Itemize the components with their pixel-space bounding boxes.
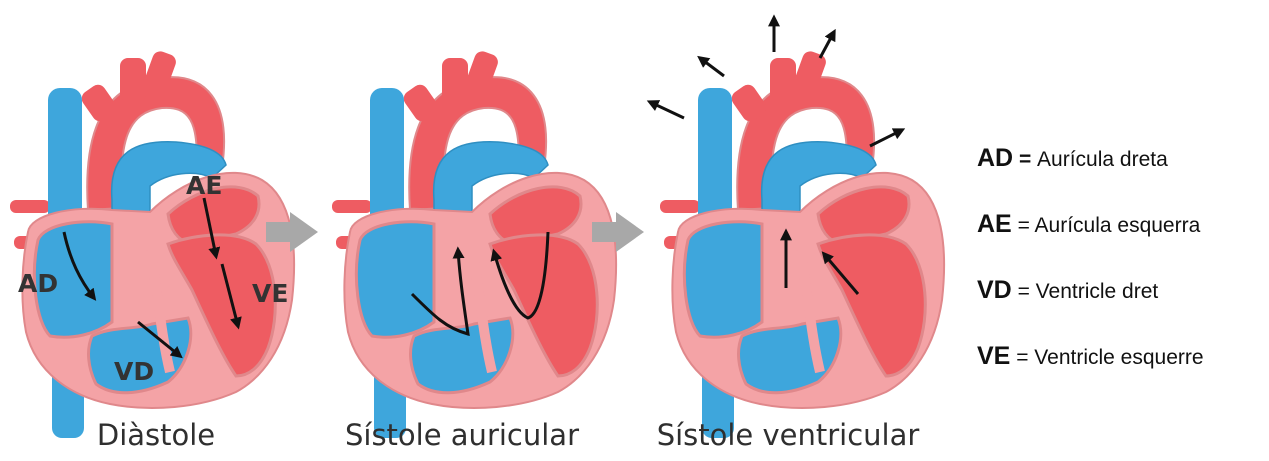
- legend-separator: =: [1013, 148, 1037, 171]
- legend-separator: =: [1012, 280, 1036, 303]
- legend-item-ae: AE = Aurícula esquerra: [977, 204, 1269, 270]
- caption-ventricular-systole: Sístole ventricular: [628, 418, 948, 452]
- label-ve: VE: [252, 279, 288, 308]
- legend-separator: =: [1012, 214, 1035, 237]
- legend-text: Ventricle esquerre: [1034, 346, 1203, 369]
- label-vd: VD: [114, 357, 154, 386]
- legend-text: Aurícula esquerra: [1035, 214, 1201, 237]
- legend-abbr: AE: [977, 210, 1012, 238]
- legend-item-vd: VD = Ventricle dret: [977, 270, 1269, 336]
- legend-text: Aurícula dreta: [1037, 148, 1168, 171]
- legend-abbr: AD: [977, 144, 1013, 172]
- caption-atrial-systole: Sístole auricular: [302, 418, 622, 452]
- label-ae: AE: [186, 171, 222, 200]
- ejection-arrow: [650, 102, 684, 118]
- legend: AD = Aurícula dreta AE = Aurícula esquer…: [977, 138, 1269, 402]
- legend-abbr: VE: [977, 342, 1010, 370]
- heart-atrial-systole: [332, 49, 616, 438]
- legend-separator: =: [1010, 346, 1034, 369]
- legend-abbr: VD: [977, 276, 1012, 304]
- legend-item-ve: VE = Ventricle esquerre: [977, 336, 1269, 402]
- caption-diastole: Diàstole: [0, 418, 316, 452]
- ejection-arrow: [820, 32, 834, 58]
- heart-ventricular-systole: [660, 49, 944, 438]
- legend-text: Ventricle dret: [1036, 280, 1159, 303]
- legend-item-ad: AD = Aurícula dreta: [977, 138, 1269, 204]
- label-ad: AD: [18, 269, 58, 298]
- ejection-arrow: [700, 58, 724, 76]
